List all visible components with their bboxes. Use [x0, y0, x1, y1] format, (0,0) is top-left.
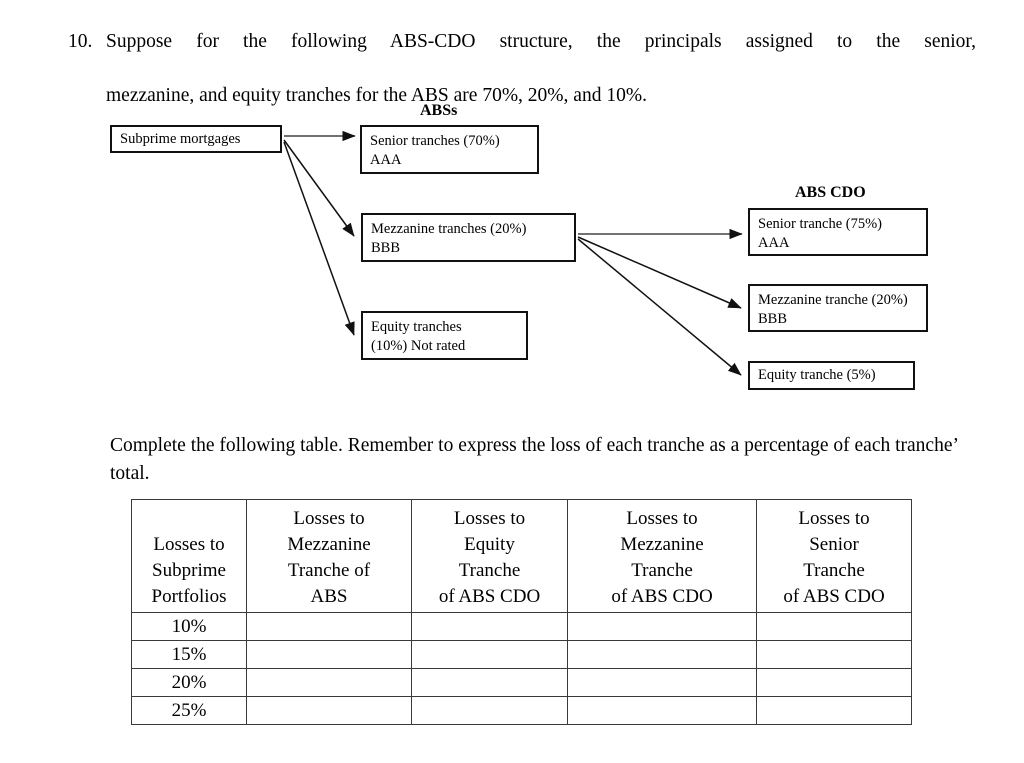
- box-cdo-mezzanine-tranche: Mezzanine tranche (20%) BBB: [748, 284, 928, 332]
- column-header-equity-tranche-abs-cdo: Losses to Equity Tranche of ABS CDO: [411, 499, 568, 613]
- column-header-subprime-portfolios: Losses to Subprime Portfolios: [131, 499, 247, 613]
- box-abs-senior-tranches: Senior tranches (70%) AAA: [360, 125, 539, 174]
- header-line: of ABS CDO: [438, 586, 541, 607]
- question-text: Suppose for the following ABS-CDO struct…: [106, 28, 976, 109]
- column-header-mezzanine-tranche-abs-cdo: Losses to Mezzanine Tranche of ABS CDO: [567, 499, 757, 613]
- header-line: Mezzanine: [287, 534, 371, 555]
- box-cdo-equity-tranche: Equity tranche (5%): [748, 361, 915, 390]
- header-line: Tranche: [803, 560, 865, 581]
- box-cdo-senior-line-2: AAA: [758, 235, 790, 251]
- column-header-mezzanine-tranche-abs: Losses to Mezzanine Tranche of ABS: [246, 499, 412, 613]
- row-label: 10%: [131, 612, 247, 641]
- box-abs-equity-line-2: (10%) Not rated: [371, 338, 466, 354]
- table-header-row: Losses to Subprime Portfolios Losses to …: [131, 499, 912, 613]
- diagram-arrows: [283, 130, 743, 376]
- box-cdo-mezzanine-line-1: Mezzanine tranche (20%): [758, 292, 908, 308]
- box-cdo-senior-tranche: Senior tranche (75%) AAA: [748, 208, 928, 256]
- box-abs-mezzanine-tranches: Mezzanine tranches (20%) BBB: [361, 213, 576, 262]
- header-line: Tranche: [631, 560, 693, 581]
- arrow-mezzanine-to-cdo-equity: [577, 238, 742, 376]
- arrow-mezzanine-to-cdo-mezzanine: [577, 236, 742, 309]
- table-cell[interactable]: [567, 668, 757, 697]
- box-abs-mezzanine-line-1: Mezzanine tranches (20%): [371, 221, 527, 237]
- losses-table: Losses to Subprime Portfolios Losses to …: [131, 499, 912, 725]
- losses-table-wrapper: Losses to Subprime Portfolios Losses to …: [131, 499, 912, 725]
- header-line: Portfolios: [151, 586, 227, 607]
- table-cell[interactable]: [567, 612, 757, 641]
- question-line-1: Suppose for the following ABS-CDO struct…: [106, 31, 976, 52]
- question-number: 10.: [68, 31, 93, 52]
- header-line: Subprime: [152, 560, 226, 581]
- box-abs-mezzanine-line-2: BBB: [371, 240, 401, 256]
- table-cell[interactable]: [411, 640, 568, 669]
- instruction-text: Complete the following table. Remember t…: [110, 432, 962, 488]
- box-subprime-line-1: Subprime mortgages: [120, 131, 241, 147]
- abs-cdo-diagram: ABSs ABS CDO Subprime mortgages Senior t…: [0, 90, 1024, 410]
- header-line: Losses to: [153, 534, 225, 555]
- table-cell[interactable]: [246, 640, 412, 669]
- table-cell[interactable]: [411, 696, 568, 725]
- table-row: 25%: [131, 696, 912, 725]
- header-line: of ABS CDO: [783, 586, 885, 607]
- header-line: Mezzanine: [620, 534, 704, 555]
- table-cell[interactable]: [411, 668, 568, 697]
- table-cell[interactable]: [756, 612, 912, 641]
- column-header-senior-tranche-abs-cdo: Losses to Senior Tranche of ABS CDO: [756, 499, 912, 613]
- box-abs-senior-line-2: AAA: [370, 152, 402, 168]
- header-line: Losses to: [453, 508, 526, 529]
- row-label: 15%: [131, 640, 247, 669]
- table-cell[interactable]: [246, 668, 412, 697]
- table-row: 20%: [131, 668, 912, 697]
- abs-cdo-group-label: ABS CDO: [795, 184, 866, 201]
- table-cell[interactable]: [756, 640, 912, 669]
- question-block: 10. Suppose for the following ABS-CDO st…: [68, 28, 976, 109]
- table-cell[interactable]: [567, 696, 757, 725]
- table-cell[interactable]: [567, 640, 757, 669]
- box-cdo-senior-line-1: Senior tranche (75%): [758, 216, 883, 232]
- table-cell[interactable]: [411, 612, 568, 641]
- header-line: ABS: [310, 586, 348, 607]
- header-line: Senior: [809, 534, 859, 555]
- box-abs-senior-line-1: Senior tranches (70%): [370, 133, 500, 149]
- box-subprime-mortgages: Subprime mortgages: [110, 125, 282, 153]
- header-line: Losses to: [626, 508, 698, 529]
- table-cell[interactable]: [756, 696, 912, 725]
- box-cdo-equity-line-1: Equity tranche (5%): [758, 367, 876, 383]
- abs-group-label: ABSs: [420, 102, 458, 119]
- header-line: Tranche: [458, 560, 521, 581]
- question-line-2: mezzanine, and equity tranches for the A…: [106, 85, 647, 106]
- header-line: of ABS CDO: [611, 586, 713, 607]
- table-row: 15%: [131, 640, 912, 669]
- box-cdo-mezzanine-line-2: BBB: [758, 311, 788, 327]
- header-line: Losses to: [798, 508, 870, 529]
- instruction-line-2: of each tranche’ total.: [110, 435, 958, 484]
- row-label: 20%: [131, 668, 247, 697]
- instruction-line-1: Complete the following table. Remember t…: [110, 435, 829, 456]
- table-row: 10%: [131, 612, 912, 641]
- table-cell[interactable]: [246, 696, 412, 725]
- header-line: Tranche of: [287, 560, 371, 581]
- box-abs-equity-line-1: Equity tranches: [371, 319, 462, 335]
- box-abs-equity-tranches: Equity tranches (10%) Not rated: [361, 311, 528, 360]
- header-line: Losses to: [293, 508, 365, 529]
- row-label: 25%: [131, 696, 247, 725]
- header-line: Equity: [464, 534, 515, 555]
- table-cell[interactable]: [756, 668, 912, 697]
- table-cell[interactable]: [246, 612, 412, 641]
- arrow-subprime-to-abs-mezzanine: [283, 139, 355, 237]
- arrow-subprime-to-abs-equity: [283, 141, 355, 336]
